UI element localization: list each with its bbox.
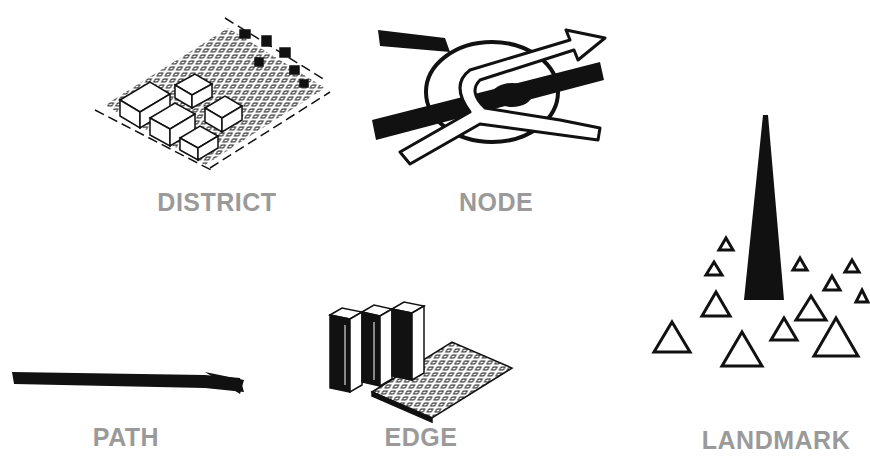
element-label: PATH [93, 425, 159, 450]
element-label: NODE [459, 190, 533, 215]
edge-icon [330, 302, 512, 422]
element-label: DISTRICT [157, 190, 276, 215]
district-icon [95, 18, 330, 172]
element-label: LANDMARK [702, 428, 850, 453]
element-label: EDGE [385, 425, 458, 450]
landmark-icon [654, 115, 868, 366]
node-icon [372, 30, 605, 164]
path-icon [12, 372, 244, 394]
